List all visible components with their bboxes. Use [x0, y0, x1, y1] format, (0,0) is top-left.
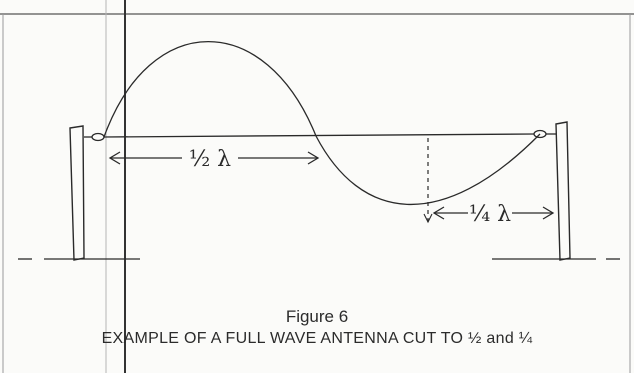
figure-title: EXAMPLE OF A FULL WAVE ANTENNA CUT TO ½ … — [101, 330, 533, 347]
standing-wave-curve — [103, 40, 541, 206]
figure-caption: Figure 6 EXAMPLE OF A FULL WAVE ANTENNA … — [0, 306, 634, 350]
left-mast — [69, 125, 85, 261]
right-mast — [555, 121, 571, 261]
left-insulator — [91, 132, 105, 142]
figure-number: Figure 6 — [285, 307, 349, 326]
antenna-wire — [103, 133, 535, 138]
trough-arrowhead — [423, 213, 433, 224]
half-wave-dimension — [108, 151, 320, 165]
half-wave-label: ½ λ — [189, 147, 231, 172]
quarter-wave-dimension — [432, 206, 555, 220]
quarter-wave-label: ¼ λ — [469, 202, 511, 227]
